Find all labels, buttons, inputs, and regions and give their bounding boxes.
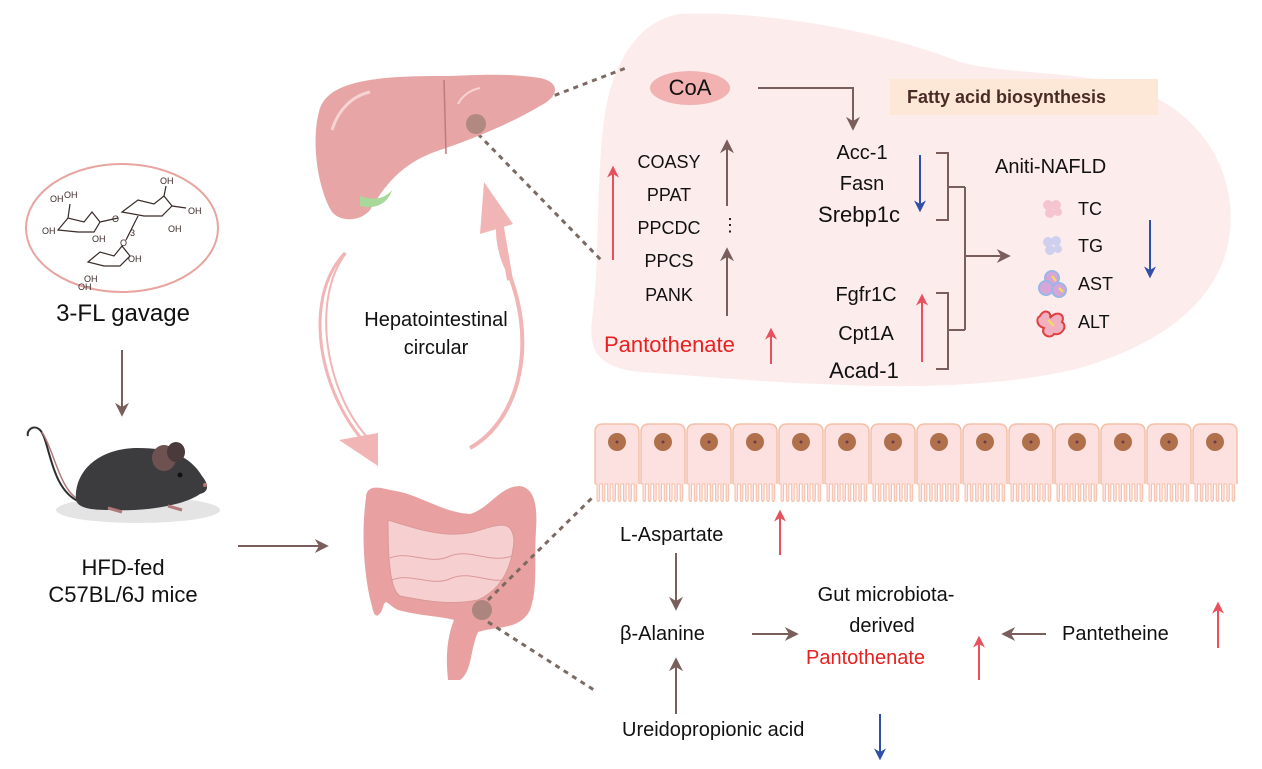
svg-text:OH: OH <box>78 282 92 292</box>
gene-acad1: Acad-1 <box>829 358 899 383</box>
epithelial-cell <box>732 423 778 502</box>
gut-source-line1: Gut microbiota- <box>817 584 955 606</box>
pathway-ellipsis: ⋮ <box>721 215 739 235</box>
gene-acc1: Acc-1 <box>836 142 888 164</box>
epithelial-cell <box>640 423 686 502</box>
gene-cpt1a: Cpt1A <box>838 323 894 345</box>
gut-pantothenate-label: Pantothenate <box>806 647 925 669</box>
enzyme-ppcs: PPCS <box>644 251 694 271</box>
svg-text:OH: OH <box>84 274 98 284</box>
epithelial-cell <box>1192 423 1238 502</box>
enzyme-ppcdc: PPCDC <box>637 218 701 238</box>
gene-fasn: Fasn <box>839 173 885 195</box>
liver-pantothenate-label: Pantothenate <box>604 332 735 357</box>
liver-icon <box>315 74 555 220</box>
svg-text:OH: OH <box>128 254 142 264</box>
enzyme-ppat: PPAT <box>646 185 692 205</box>
svg-text:OH: OH <box>64 190 78 200</box>
svg-text:O: O <box>112 214 119 224</box>
svg-text:OH: OH <box>168 224 182 234</box>
mouse-label-line2: C57BL/6J mice <box>48 582 198 607</box>
epithelial-cell <box>916 423 962 502</box>
gut-zoom-lines <box>486 494 596 692</box>
epithelial-cell-layer <box>594 423 1238 502</box>
epithelial-cell <box>870 423 916 502</box>
epithelial-cell <box>962 423 1008 502</box>
marker-ast: AST <box>1078 274 1114 294</box>
cycle-label-line1: Hepatointestinal <box>364 309 508 331</box>
pantetheine-label: Pantetheine <box>1062 623 1169 645</box>
gene-brackets <box>936 152 966 370</box>
liver-zoom-lines <box>476 66 627 264</box>
marker-alt: ALT <box>1078 312 1110 332</box>
epithelial-cell <box>1100 423 1146 502</box>
marker-tg: TG <box>1078 236 1103 256</box>
svg-text:OH: OH <box>92 234 106 244</box>
mouse-icon <box>26 426 220 523</box>
compound-label: 3-FL gavage <box>56 300 190 327</box>
epithelial-cell <box>1054 423 1100 502</box>
gene-srebp1c: Srebp1c <box>818 202 900 227</box>
cycle-label-line2: circular <box>403 337 469 359</box>
marker-tc: TC <box>1078 199 1102 219</box>
epithelial-cell <box>1146 423 1192 502</box>
svg-text:OH: OH <box>160 176 174 186</box>
enzyme-cluster-red-icon <box>1036 310 1066 338</box>
epithelial-cell <box>1008 423 1054 502</box>
outcome-title: Aniti-NAFLD <box>995 156 1107 178</box>
svg-text:OH: OH <box>50 194 64 204</box>
epithelial-cell <box>824 423 870 502</box>
mouse-label-line1: HFD-fed <box>81 555 165 580</box>
gene-fgfr1c: Fgfr1C <box>835 284 897 306</box>
svg-text:O: O <box>120 238 127 248</box>
enzyme-pank: PANK <box>645 285 693 305</box>
enzyme-coasy: COASY <box>637 152 701 172</box>
coa-node <box>650 71 730 105</box>
epithelial-cell <box>778 423 824 502</box>
svg-text:3: 3 <box>130 228 135 238</box>
ureidopropionic-acid-label: Ureidopropionic acid <box>622 719 805 741</box>
intestine-icon <box>363 486 537 680</box>
l-aspartate-label: L-Aspartate <box>620 524 724 546</box>
svg-text:OH: OH <box>188 206 202 216</box>
pathway-label: Fatty acid biosynthesis <box>907 87 1107 107</box>
lipid-droplet-lavender-icon <box>1043 236 1062 255</box>
pathway-label-box <box>890 79 1158 115</box>
coa-label: CoA <box>668 75 712 100</box>
gut-source-line2: derived <box>849 615 915 637</box>
arrow-coa-to-lipogenesis <box>758 87 860 131</box>
beta-alanine-label: β-Alanine <box>620 623 705 645</box>
svg-text:OH: OH <box>42 226 56 236</box>
epithelial-cell <box>594 423 640 502</box>
epithelial-cell <box>686 423 732 502</box>
lipid-droplet-pink-icon <box>1043 200 1062 218</box>
enzyme-cluster-blue-icon <box>1038 270 1067 298</box>
hepatointestinal-cycle <box>318 182 525 466</box>
